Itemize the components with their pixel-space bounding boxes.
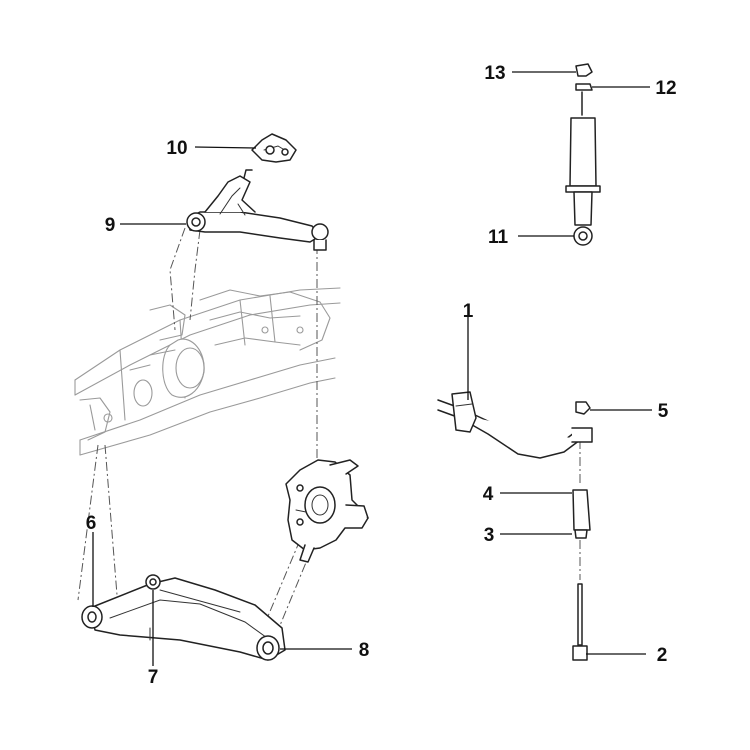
part-label-13: 13 — [484, 63, 505, 84]
part-label-10: 10 — [166, 138, 187, 159]
lower-control-arm — [81, 574, 286, 661]
part-label-5: 5 — [658, 401, 669, 422]
part-label-9: 9 — [105, 215, 116, 236]
part-label-7: 7 — [148, 667, 159, 688]
part-label-1: 1 — [463, 301, 474, 322]
part-label-3: 3 — [484, 525, 495, 546]
stabilizer-bar-assembly — [437, 391, 593, 661]
part-label-4: 4 — [483, 484, 494, 505]
upper-arm-bracket — [251, 133, 297, 163]
steering-knuckle — [285, 459, 369, 563]
leader-lines — [92, 71, 652, 666]
part-label-11: 11 — [488, 227, 509, 248]
part-label-2: 2 — [657, 645, 668, 666]
part-label-6: 6 — [86, 513, 97, 534]
upper-control-arm — [186, 169, 329, 251]
part-labels: 1 2 3 4 5 6 7 8 9 10 11 12 13 — [86, 63, 677, 688]
part-label-12: 12 — [655, 78, 676, 99]
part-label-8: 8 — [359, 640, 370, 661]
shock-absorber — [565, 63, 601, 246]
vehicle-frame — [74, 287, 341, 456]
